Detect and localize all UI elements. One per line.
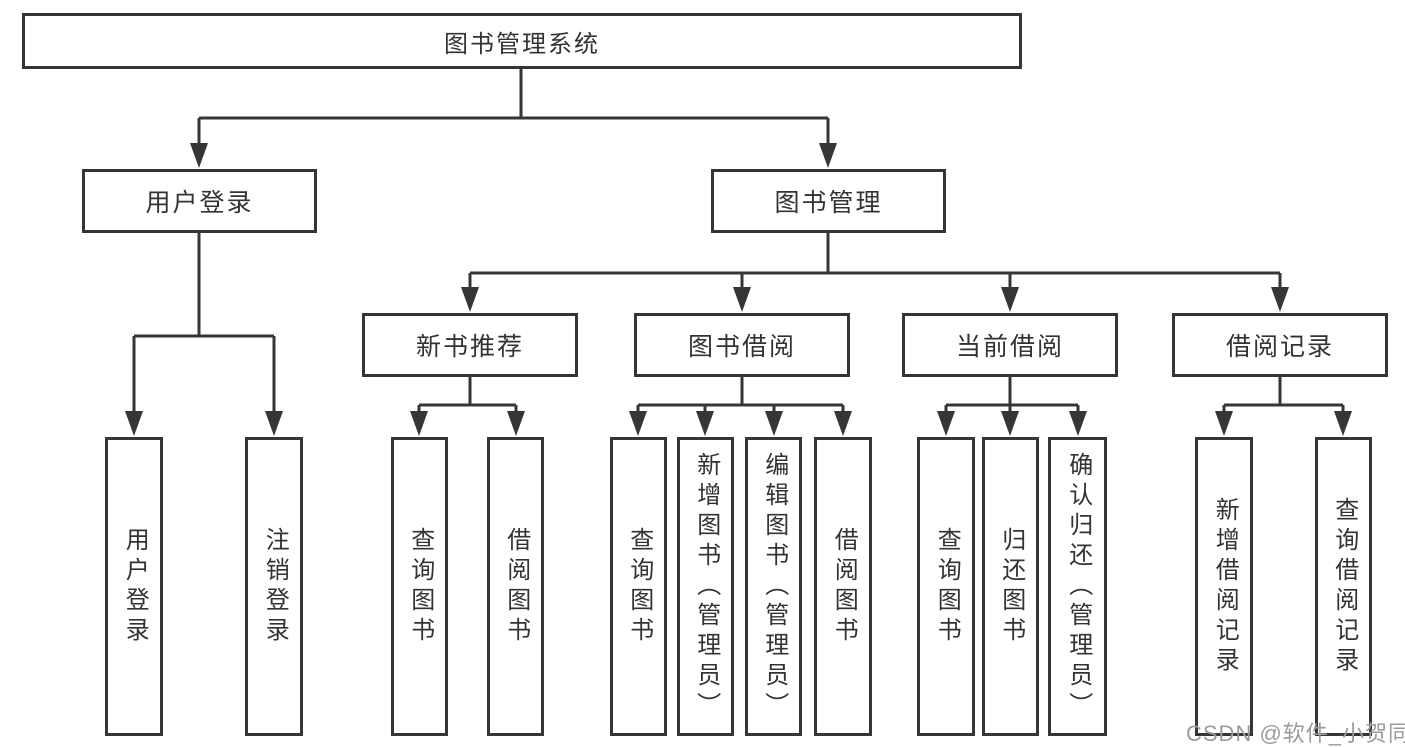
node-label: 借阅图书: [830, 526, 858, 647]
node-label: 用户登录: [145, 189, 254, 217]
leaf-edit-book-admin: 编辑图书（管理员）: [745, 437, 802, 736]
node-label: 新增借阅记录: [1211, 496, 1239, 677]
node-label: 确认归还（管理员）: [1064, 451, 1092, 722]
leaf-query-books-recommend: 查询图书: [391, 437, 448, 736]
leaf-query-books-borrowing: 查询图书: [610, 437, 667, 736]
leaf-borrow-books-borrowing: 借阅图书: [814, 437, 872, 736]
node-label: 新增图书（管理员）: [692, 451, 720, 722]
leaf-add-book-admin: 新增图书（管理员）: [677, 437, 734, 736]
node-user-login: 用户登录: [82, 169, 317, 233]
leaf-confirm-return-admin: 确认归还（管理员）: [1048, 437, 1107, 736]
node-new-book-recommendation: 新书推荐: [362, 313, 578, 377]
node-label: 注销登录: [261, 526, 289, 647]
leaf-query-borrow-record: 查询借阅记录: [1315, 437, 1372, 736]
node-label: 用户登录: [121, 526, 149, 647]
csdn-watermark: CSDN @软件_小贺同学: [1186, 721, 1405, 746]
node-label: 借阅图书: [502, 526, 530, 647]
node-book-management: 图书管理: [711, 169, 946, 233]
node-library-management-system: 图书管理系统: [22, 13, 1022, 69]
leaf-borrow-books-recommend: 借阅图书: [487, 437, 544, 736]
node-label: 图书管理: [774, 189, 883, 217]
node-current-borrowing: 当前借阅: [902, 313, 1118, 377]
node-label: 查询图书: [625, 526, 653, 647]
node-label: 图书管理系统: [444, 30, 600, 58]
node-label: 查询图书: [406, 526, 434, 647]
leaf-return-book: 归还图书: [982, 437, 1039, 736]
node-label: 图书借阅: [687, 333, 796, 361]
leaf-query-books-current: 查询图书: [917, 437, 975, 736]
node-label: 归还图书: [997, 526, 1025, 647]
leaf-logout: 注销登录: [245, 437, 303, 736]
node-label: 当前借阅: [955, 333, 1064, 361]
node-label: 编辑图书（管理员）: [760, 451, 788, 722]
node-label: 查询图书: [933, 526, 961, 647]
node-borrowing-records: 借阅记录: [1172, 313, 1388, 377]
node-label: 借阅记录: [1225, 333, 1334, 361]
node-label: 查询借阅记录: [1330, 496, 1358, 677]
leaf-add-borrow-record: 新增借阅记录: [1195, 437, 1253, 736]
leaf-user-login: 用户登录: [105, 437, 163, 736]
node-book-borrowing: 图书借阅: [634, 313, 850, 377]
node-label: 新书推荐: [415, 333, 524, 361]
